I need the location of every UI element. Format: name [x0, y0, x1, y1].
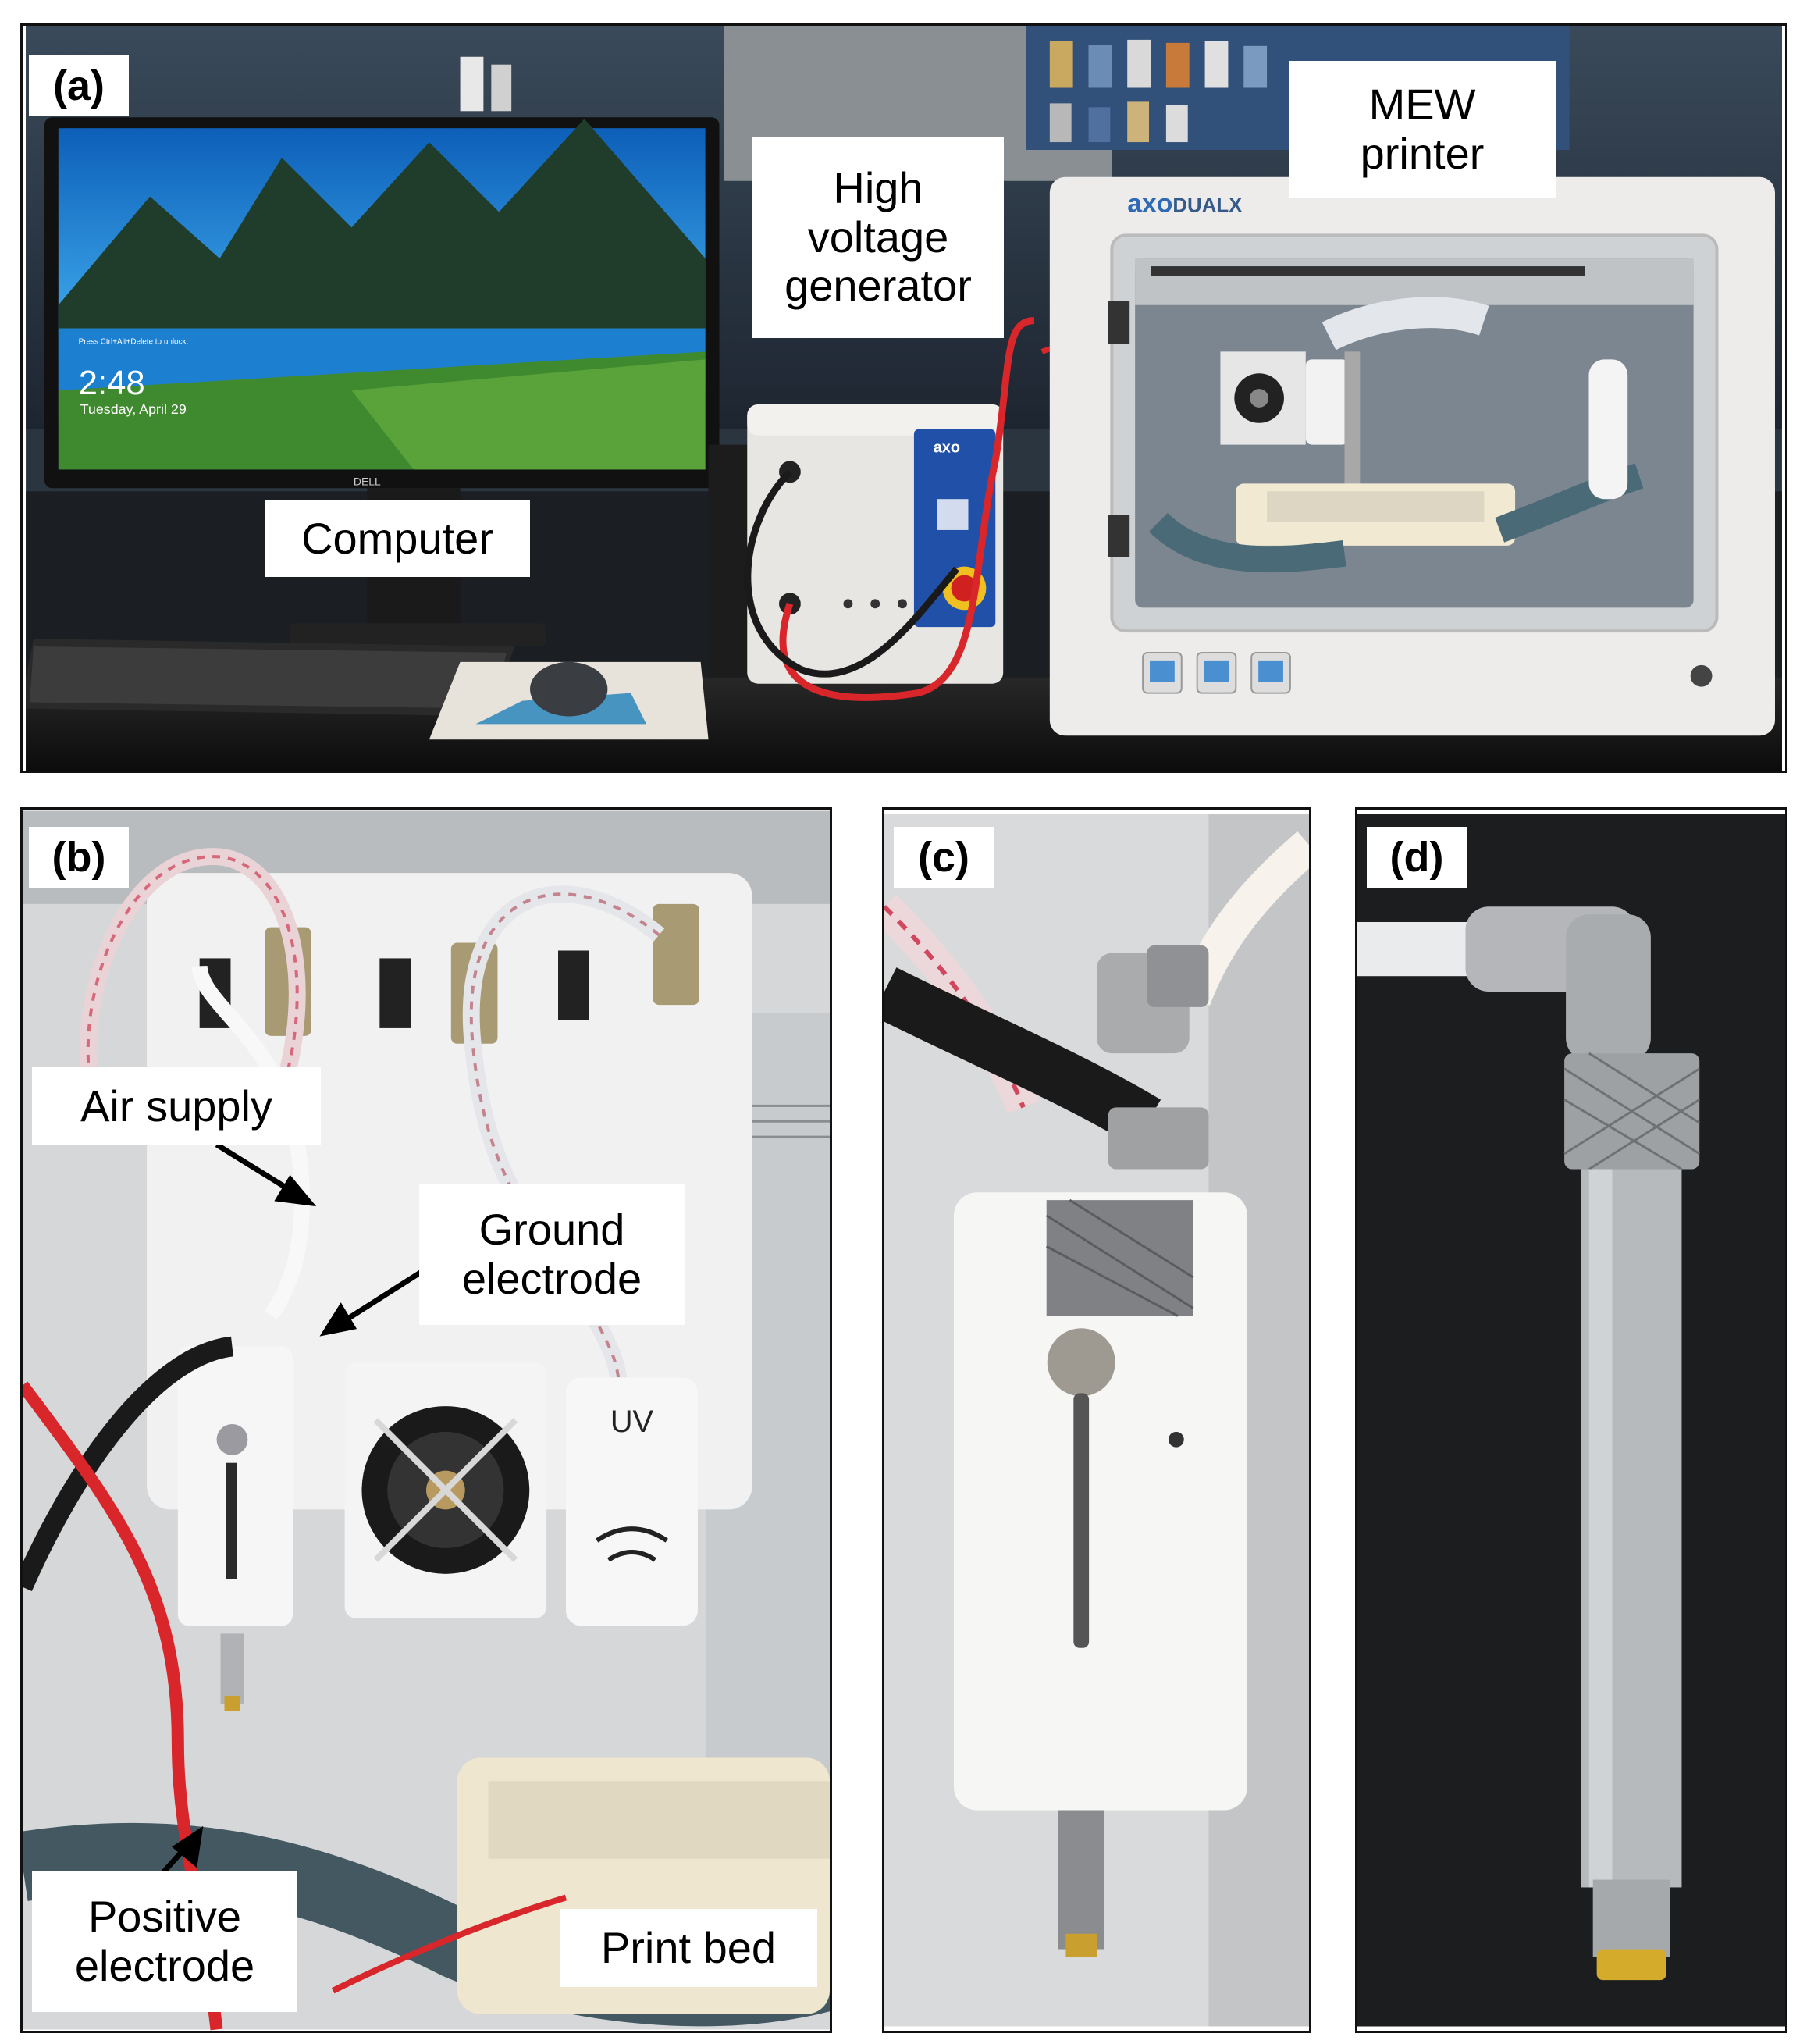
nozzle-holder-photo — [884, 814, 1309, 2027]
panel-a-label: (a) — [29, 55, 129, 116]
print-head-photo: UV — [23, 810, 830, 2031]
ground-electrode-annotation: Ground electrode — [419, 1184, 685, 1325]
ground-cable — [23, 1336, 234, 1592]
air-supply-tube — [191, 965, 310, 1320]
uv-module-text: UV — [610, 1405, 654, 1439]
panel-b-label: (b) — [29, 827, 129, 888]
mouse — [530, 661, 608, 717]
printer-brand: axoDUALX — [1127, 189, 1242, 219]
nozzle-holder — [954, 1192, 1247, 1811]
panel-c: (c) — [882, 807, 1311, 2033]
uv-module — [565, 1377, 698, 1626]
print-bed-annotation: Print bed — [560, 1909, 817, 1987]
computer-annotation: Computer — [265, 500, 530, 577]
panel-d-label: (d) — [1367, 827, 1467, 888]
lock-hint: Press Ctrl+Alt+Delete to unlock. — [79, 337, 189, 346]
air-supply-annotation: Air supply — [32, 1067, 321, 1145]
computer-monitor: Press Ctrl+Alt+Delete to unlock. 2:48 Tu… — [44, 117, 720, 646]
mew-printer-body: axoDUALX — [1049, 176, 1775, 736]
air-supply-tube — [1357, 921, 1474, 977]
annotation-arrows — [152, 1142, 428, 1884]
generator-brand: axo — [934, 440, 960, 457]
lock-date: Tuesday, April 29 — [80, 401, 187, 417]
panel-b: UV (b) Air supply Ground electrode Posit… — [20, 807, 832, 2033]
lock-time: 2:48 — [79, 364, 145, 402]
red-cable — [779, 317, 1035, 701]
shelf-bottles — [460, 39, 1268, 143]
panel-d: (d) — [1355, 807, 1787, 2033]
nozzle-photo — [1357, 814, 1785, 2027]
hv-generator-annotation: High voltage generator — [752, 137, 1004, 338]
black-cable — [744, 469, 960, 678]
panel-c-label: (c) — [894, 827, 994, 888]
ground-cable — [884, 967, 1161, 1146]
keyboard — [26, 639, 515, 717]
panel-a: Press Ctrl+Alt+Delete to unlock. 2:48 Tu… — [20, 23, 1787, 773]
positive-electrode-annotation: Positive electrode — [32, 1871, 297, 2012]
monitor-brand: DELL — [354, 475, 381, 487]
mew-printer-annotation: MEW printer — [1289, 61, 1556, 198]
